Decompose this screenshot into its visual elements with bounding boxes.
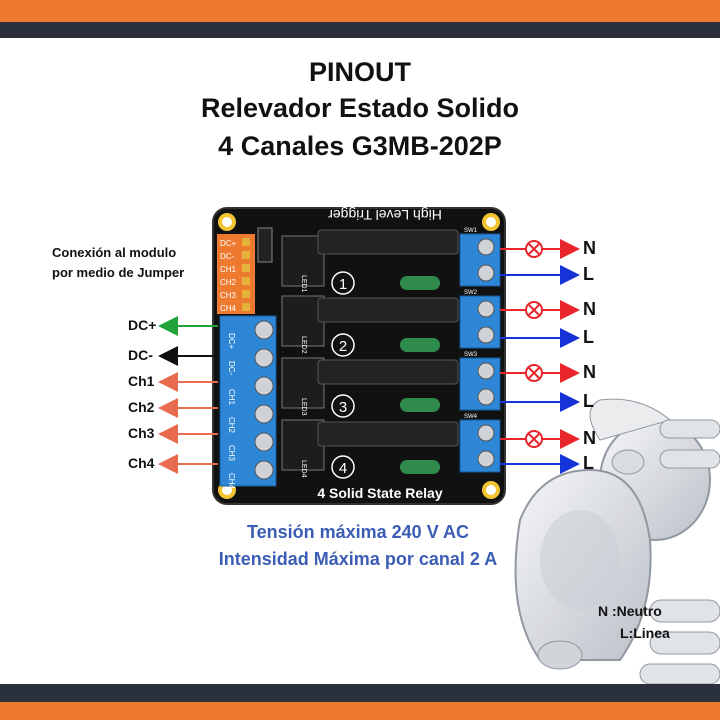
input-label-ch2: Ch2	[128, 399, 155, 415]
board-header-text: High Level Trigger	[328, 207, 442, 223]
terminal-label: DC-	[227, 361, 236, 376]
top-orange-band	[0, 0, 720, 22]
header-pin-label: CH3	[220, 291, 237, 300]
output-line-3: L	[583, 391, 594, 411]
switch-label: SW1	[464, 228, 478, 234]
channel-number: 4	[339, 460, 347, 477]
top-dark-band	[0, 22, 720, 38]
terminal-label: CH1	[227, 389, 236, 406]
robot-mascot	[514, 398, 720, 685]
header-pin-label: CH1	[220, 265, 237, 274]
terminal-label: CH2	[227, 417, 236, 434]
legend-line: L:Linea	[620, 625, 670, 641]
relay-channel-1: 1 LED1	[281, 229, 459, 295]
title-line-1: PINOUT	[308, 57, 411, 87]
led-label: LED3	[300, 398, 307, 416]
output-neutral-4: N	[583, 428, 596, 448]
spec-current: Intensidad Máxima por canal 2 A	[218, 549, 498, 569]
channel-number: 3	[339, 399, 347, 416]
input-label-ch1: Ch1	[128, 373, 155, 389]
bottom-dark-band	[0, 684, 720, 702]
header-pin-label: CH2	[220, 278, 237, 287]
terminal-label: CH3	[227, 445, 236, 462]
relay-channel-2: 2 LED2	[281, 295, 459, 357]
board-footer-text: 4 Solid State Relay	[317, 485, 442, 501]
legend-neutral: N :Neutro	[598, 603, 662, 619]
led-label: LED4	[300, 460, 307, 478]
header-pin-labels: DC+ DC- CH1 CH2 CH3 CH4	[220, 239, 237, 313]
output-terminals: SW1 SW2 SW3 SW4	[459, 228, 501, 473]
bottom-orange-band	[0, 702, 720, 720]
terminal-label: DC+	[227, 333, 236, 350]
terminal-label: CH4	[227, 473, 236, 490]
switch-label: SW3	[464, 352, 478, 358]
relay-channel-4: 4 LED4	[281, 419, 459, 479]
led-label: LED2	[300, 336, 307, 354]
input-label-ch3: Ch3	[128, 425, 155, 441]
output-arrows	[500, 239, 580, 474]
channel-number: 1	[339, 276, 347, 293]
channel-number: 2	[339, 338, 347, 355]
output-line-1: L	[583, 264, 594, 284]
relay-board: High Level Trigger DC+ DC- CH1 CH2 CH3 C…	[212, 207, 506, 505]
output-neutral-2: N	[583, 299, 596, 319]
output-neutral-1: N	[583, 238, 596, 258]
header-pin-label: CH4	[220, 304, 237, 313]
jumper-note: Conexión al modulo por medio de Jumper	[52, 243, 184, 283]
title-line-2: Relevador Estado Solido	[200, 93, 520, 123]
jumper-note-line-1: Conexión al modulo	[52, 245, 177, 260]
jumper-note-line-2: por medio de Jumper	[52, 265, 185, 280]
output-line-4: L	[583, 453, 594, 473]
spec-voltage: Tensión máxima 240 V AC	[246, 522, 470, 542]
input-label-ch4: Ch4	[128, 455, 155, 471]
switch-label: SW4	[464, 414, 478, 420]
led-label: LED1	[300, 275, 307, 293]
header-pin-label: DC-	[220, 252, 235, 261]
input-arrows	[158, 316, 218, 474]
header-pin-label: DC+	[220, 239, 237, 248]
title-line-3: 4 Canales G3MB-202P	[218, 131, 502, 161]
output-neutral-3: N	[583, 362, 596, 382]
switch-label: SW2	[464, 290, 478, 296]
output-line-2: L	[583, 327, 594, 347]
relay-channel-3: 3 LED3	[281, 357, 459, 418]
input-label-dcminus: DC-	[128, 347, 153, 363]
input-label-dcplus: DC+	[128, 317, 157, 333]
